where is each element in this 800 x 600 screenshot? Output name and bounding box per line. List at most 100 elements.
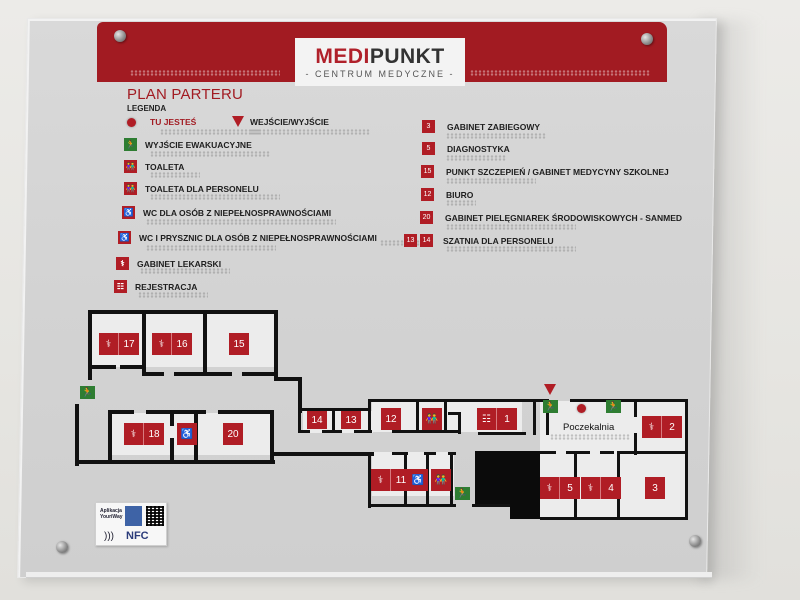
wall xyxy=(274,377,302,381)
legend-item-doctor-office: ⚕ GABINET LEKARSKI xyxy=(116,257,221,270)
brand-name-part1: MEDI xyxy=(315,45,370,68)
room-3: 3 xyxy=(645,477,665,499)
wall xyxy=(368,399,546,402)
wall xyxy=(478,432,526,435)
braille-header xyxy=(470,70,650,76)
legend-item-room-20: 20 GABINET PIELĘGNIAREK ŚRODOWISKOWYCH -… xyxy=(420,211,682,224)
nfc-waves-icon: ))) xyxy=(104,531,114,542)
nfc-sticker[interactable]: Aplikacja YouriWay ))) NFC xyxy=(95,502,167,546)
wall xyxy=(203,310,207,376)
qr-code-icon[interactable] xyxy=(146,506,164,526)
staff-toilet-icon: 👫 xyxy=(422,408,442,430)
wall xyxy=(566,451,590,454)
doctor-office-icon: ⚕ xyxy=(540,477,560,499)
you-are-here-icon xyxy=(127,117,136,127)
screw-icon xyxy=(641,33,653,45)
legend-label: TU JESTEŚ xyxy=(150,117,197,127)
legend-item-you-are-here: TU JESTEŚ xyxy=(127,117,196,127)
brand-subtitle: - CENTRUM MEDYCZNE - xyxy=(305,69,455,79)
legend-item-room-15: 15 PUNKT SZCZEPIEŃ / GABINET MEDYCYNY SZ… xyxy=(421,165,669,178)
wall xyxy=(419,430,459,433)
wall xyxy=(540,451,556,454)
braille-text xyxy=(446,178,536,184)
legend-label: PUNKT SZCZEPIEŃ / GABINET MEDYCYNY SZKOL… xyxy=(446,166,669,177)
toilet-icon: 👫 xyxy=(431,469,451,491)
wall xyxy=(242,372,278,376)
entrance-triangle-icon xyxy=(232,116,244,127)
wall xyxy=(368,399,371,433)
doctor-office-icon: ⚕ xyxy=(581,477,601,499)
wall xyxy=(218,410,274,414)
legend-item-accessible-shower: ♿ WC I PRYSZNIC DLA OSÓB Z NIEPEŁNOSPRAW… xyxy=(118,231,377,244)
wall xyxy=(444,399,447,433)
waiting-room-label: Poczekalnia xyxy=(563,422,615,433)
wall xyxy=(142,310,146,374)
wall xyxy=(270,410,274,462)
restricted-area xyxy=(510,503,540,519)
app-label-line2: YouriWay xyxy=(100,514,123,520)
room-20: 20 xyxy=(223,423,243,445)
room-2: ⚕ 2 xyxy=(642,416,682,438)
doctor-office-icon: ⚕ xyxy=(116,257,129,270)
room-number: 14 xyxy=(307,411,327,429)
room-number-badge: 15 xyxy=(421,165,434,178)
room-number-badge: 13 xyxy=(404,234,417,247)
room-number: 12 xyxy=(381,408,401,430)
room-1: ☷ 1 xyxy=(477,408,517,430)
legend-item-entrance: WEJŚCIE/WYJŚCIE xyxy=(232,116,329,127)
wall xyxy=(332,408,335,432)
screw-icon xyxy=(114,30,126,42)
accessible-shower-icon: ♿ xyxy=(177,423,197,445)
wall xyxy=(540,517,688,520)
room-number: 13 xyxy=(341,411,361,429)
legend-label: GABINET ZABIEGOWY xyxy=(447,121,541,132)
wall xyxy=(274,310,278,380)
legend-label: GABINET LEKARSKI xyxy=(137,258,222,269)
room-18: ⚕ 18 xyxy=(124,423,164,445)
room-13: 13 xyxy=(341,411,361,429)
reception-icon: ☷ xyxy=(477,408,497,430)
braille-text xyxy=(550,434,630,440)
room-11: ⚕ 11 xyxy=(371,469,411,491)
exit-evacuation-icon: 🏃 xyxy=(606,400,621,413)
room-17: ⚕ 17 xyxy=(99,333,139,355)
screw-icon xyxy=(689,535,701,547)
legend-item-staff-toilet: 👫 TOALETA DLA PERSONELU xyxy=(124,182,259,195)
wall xyxy=(75,404,79,466)
room-number: 16 xyxy=(172,333,192,355)
wall xyxy=(416,399,419,433)
wall xyxy=(322,430,342,433)
entrance-triangle-icon xyxy=(544,384,556,395)
braille-text xyxy=(150,194,280,200)
legend-label: WC DLA OSÓB Z NIEPEŁNOSPRAWNOŚCIAMI xyxy=(143,207,332,218)
doctor-office-icon: ⚕ xyxy=(371,469,391,491)
braille-text xyxy=(140,268,230,274)
room-number-badge: 12 xyxy=(421,188,434,201)
legend-label: TOALETA DLA PERSONELU xyxy=(145,183,259,194)
room-number: 3 xyxy=(645,477,665,499)
wall xyxy=(600,451,614,454)
room-5: ⚕ 5 xyxy=(540,477,580,499)
braille-text xyxy=(446,224,576,230)
exit-evacuation-icon: 🏃 xyxy=(124,138,137,151)
braille-text xyxy=(146,219,336,225)
wall xyxy=(142,372,164,376)
legend-label: WEJŚCIE/WYJŚCIE xyxy=(250,116,329,127)
wall xyxy=(170,438,174,462)
legend-item-room-12: 12 BIURO xyxy=(421,188,473,201)
room-accessible-shower: ♿ xyxy=(177,423,197,445)
wall xyxy=(392,430,416,433)
room-number: 5 xyxy=(560,477,580,499)
toilet-icon: 👫 xyxy=(124,160,137,173)
room-number: 15 xyxy=(229,333,249,355)
room-number: 17 xyxy=(119,333,139,355)
braille-text xyxy=(446,200,476,206)
app-label: Aplikacja YouriWay xyxy=(100,508,123,520)
doctor-office-icon: ⚕ xyxy=(642,416,662,438)
legend-label: WYJŚCIE EWAKUACYJNE xyxy=(145,139,252,150)
wall xyxy=(298,408,301,432)
accessible-shower-icon: ♿ xyxy=(118,231,131,244)
wall xyxy=(620,451,688,454)
braille-text xyxy=(150,172,200,178)
braille-header xyxy=(130,70,280,76)
